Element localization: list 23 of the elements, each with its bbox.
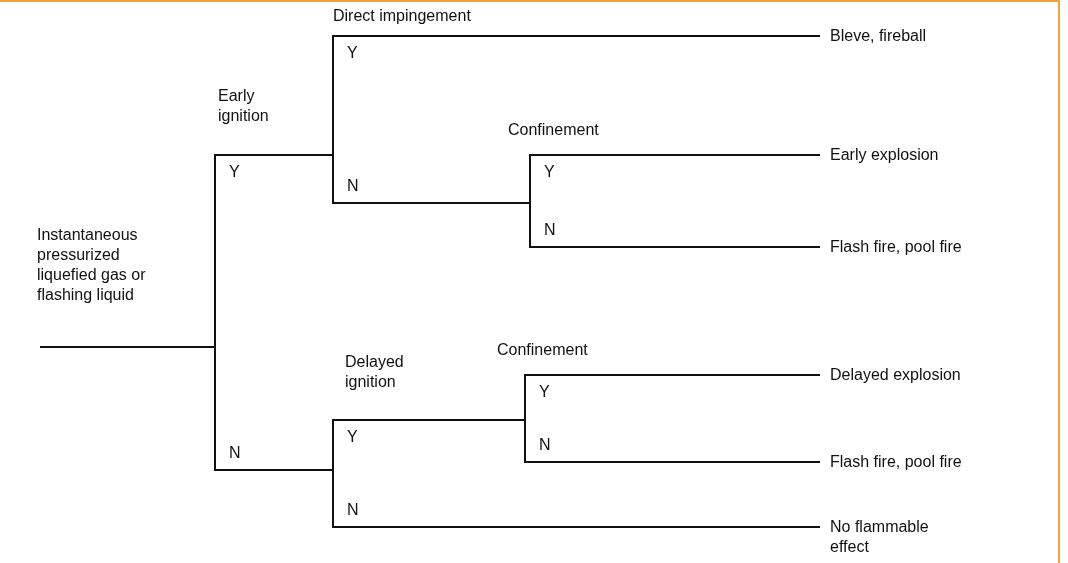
- event-heading: Early ignition: [218, 86, 270, 126]
- outcome-text: Bleve, fireball: [830, 26, 1030, 46]
- branch-line: [332, 526, 821, 528]
- event-heading: Direct impingement: [333, 6, 472, 26]
- branch-line: [214, 154, 334, 156]
- branch-line: [39, 346, 216, 348]
- branch-line: [332, 419, 526, 421]
- event-heading: Confinement: [497, 340, 589, 360]
- outcome-text: Early explosion: [830, 145, 1030, 165]
- event-heading: Confinement: [508, 120, 600, 140]
- branch-line: [524, 461, 821, 463]
- outcome-text: Flash fire, pool fire: [830, 452, 1030, 472]
- outcome-text: No flammable effect: [830, 517, 960, 557]
- event-heading: Delayed ignition: [345, 352, 405, 392]
- initiating-event-text: Instantaneous pressurized liquefied gas or flashing liquid: [37, 225, 177, 305]
- branch-line: [332, 202, 531, 204]
- outcome-text: Delayed explosion: [830, 365, 1030, 385]
- outcome-text: Flash fire, pool fire: [830, 237, 1030, 257]
- branch-line: [524, 374, 821, 376]
- branch-line: [529, 246, 821, 248]
- branch-line: [529, 154, 821, 156]
- branch-line: [214, 469, 334, 471]
- branch-line: [332, 35, 821, 37]
